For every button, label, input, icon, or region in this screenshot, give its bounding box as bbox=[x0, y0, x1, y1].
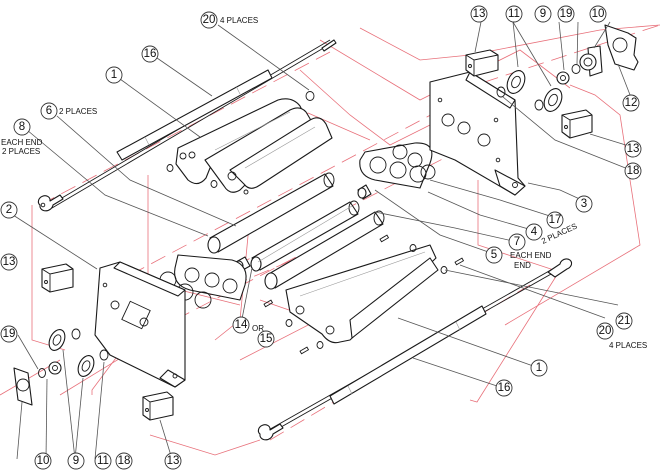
callout-18: 18 bbox=[115, 452, 133, 470]
centerline bbox=[129, 109, 441, 276]
callout-number: 20 bbox=[203, 14, 216, 26]
callout-20: 20 4 PLACES bbox=[200, 11, 258, 29]
callout-15: 15 bbox=[257, 330, 275, 348]
callout-number: 20 bbox=[599, 325, 612, 337]
centerline bbox=[39, 51, 331, 206]
callout-number: 17 bbox=[549, 214, 562, 226]
centerline bbox=[179, 289, 241, 306]
callout-number: 19 bbox=[3, 328, 16, 340]
callouts: 20 4 PLACES 16 1 6 2 PLACES 8 EACH END 2 P… bbox=[0, 5, 647, 470]
callout-9: 9 bbox=[534, 5, 552, 23]
callout-number: 6 bbox=[46, 105, 52, 117]
callout-7: 7 EACH END END bbox=[508, 233, 552, 270]
callout-note: 2 PLACES bbox=[2, 147, 40, 156]
callout-11: 11 bbox=[94, 452, 112, 470]
leader-lines bbox=[12, 21, 633, 460]
callout-2: 2 bbox=[0, 201, 18, 219]
callout-number: 1 bbox=[111, 69, 117, 81]
callout-number: 21 bbox=[618, 315, 631, 327]
centerline bbox=[299, 69, 461, 146]
callout-note: 4 PLACES bbox=[609, 341, 647, 350]
callout-note: 4 PLACES bbox=[220, 16, 258, 25]
centerline bbox=[149, 434, 261, 456]
callout-note: END bbox=[514, 261, 531, 270]
tie-rod-top bbox=[37, 39, 337, 212]
callout-number: 4 bbox=[531, 226, 538, 238]
callout-6: 6 2 PLACES bbox=[40, 102, 97, 120]
callout-number: 11 bbox=[508, 8, 520, 20]
callout-number: 3 bbox=[581, 198, 587, 210]
callout-13: 13 bbox=[470, 5, 488, 23]
centerline bbox=[477, 180, 561, 273]
callout-13: 13 bbox=[0, 253, 18, 271]
callout-number: 19 bbox=[560, 8, 573, 20]
callout-18: 18 bbox=[624, 162, 642, 180]
callout-number: 18 bbox=[118, 455, 131, 467]
callout-number: 10 bbox=[37, 455, 50, 467]
callout-number: 7 bbox=[514, 236, 520, 248]
callout-10: 10 bbox=[589, 5, 607, 23]
callout-number: 14 bbox=[235, 319, 248, 331]
end-block-left bbox=[94, 261, 186, 388]
block-13-right bbox=[561, 109, 593, 139]
callout-4: 4 bbox=[525, 223, 543, 241]
callout-number: 13 bbox=[167, 455, 180, 467]
callout-number: 12 bbox=[625, 97, 638, 109]
callout-8: 8 EACH END 2 PLACES bbox=[1, 118, 43, 156]
callout-16: 16 bbox=[141, 45, 159, 63]
callout-number: 13 bbox=[3, 256, 16, 268]
callout-note: OR bbox=[252, 324, 264, 333]
callout-12: 12 bbox=[622, 94, 640, 112]
tubes bbox=[207, 172, 385, 290]
callout-number: 15 bbox=[260, 333, 273, 345]
callout-1: 1 bbox=[105, 66, 123, 84]
callout-number: 18 bbox=[627, 165, 640, 177]
callout-9: 9 bbox=[67, 452, 85, 470]
callout-16: 16 bbox=[495, 379, 513, 397]
manifold-bottom bbox=[285, 244, 439, 344]
callout-number: 16 bbox=[498, 382, 511, 394]
callout-11: 11 bbox=[505, 5, 523, 23]
manifold-top bbox=[166, 91, 333, 195]
block-13-bottom bbox=[142, 391, 174, 421]
callout-20: 20 4 PLACES bbox=[596, 322, 647, 350]
callout-number: 9 bbox=[540, 8, 546, 20]
callout-number: 13 bbox=[473, 8, 486, 20]
end-block-right bbox=[429, 71, 526, 196]
callout-number: 9 bbox=[73, 455, 79, 467]
block-13-left bbox=[41, 263, 74, 293]
callout-number: 5 bbox=[491, 249, 497, 261]
callout-13: 13 bbox=[624, 140, 642, 158]
gasket-plate-right bbox=[359, 142, 436, 189]
callout-13: 13 bbox=[164, 452, 182, 470]
callout-21: 21 bbox=[615, 312, 633, 330]
tie-rod-bottom bbox=[257, 258, 573, 441]
callout-number: 1 bbox=[536, 362, 542, 374]
callout-14: 14 OR bbox=[232, 316, 264, 334]
callout-number: 10 bbox=[592, 8, 605, 20]
callout-1: 1 bbox=[530, 359, 548, 377]
callout-number: 16 bbox=[144, 48, 157, 60]
centerline bbox=[504, 84, 641, 326]
callout-19: 19 bbox=[557, 5, 575, 23]
callout-note: EACH END bbox=[510, 251, 552, 260]
callout-17: 17 2 PLACES bbox=[540, 211, 579, 246]
seal-stack-top bbox=[496, 24, 639, 112]
callout-number: 11 bbox=[97, 455, 109, 467]
callout-19: 19 bbox=[0, 325, 18, 343]
callout-3: 3 bbox=[575, 195, 593, 213]
block-13-top bbox=[465, 49, 499, 77]
callout-number: 13 bbox=[627, 143, 640, 155]
callout-note: 2 PLACES bbox=[59, 107, 97, 116]
seal-stack-bottom bbox=[13, 328, 109, 406]
callout-10: 10 bbox=[34, 452, 52, 470]
centerline bbox=[469, 269, 561, 403]
callout-number: 2 bbox=[6, 204, 12, 216]
callout-note: EACH END bbox=[1, 138, 43, 147]
callout-5: 5 bbox=[485, 246, 503, 264]
callout-number: 8 bbox=[19, 121, 25, 133]
